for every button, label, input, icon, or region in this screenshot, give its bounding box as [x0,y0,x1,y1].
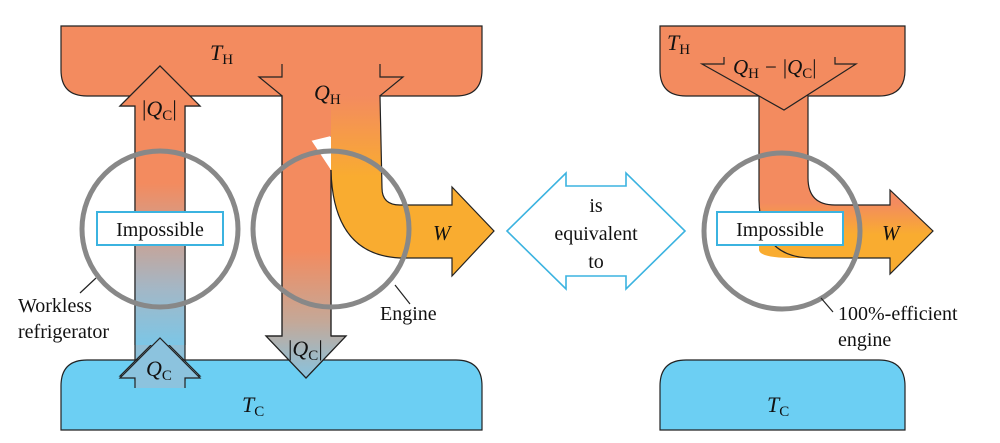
engine-work-label: W [433,221,453,245]
engine-work-arrow [331,96,494,276]
engine-circle [250,148,412,310]
refrigerator-column [118,65,202,345]
impossible-label-left: Impossible [116,219,204,241]
engine-leader-line [394,284,411,305]
refrigerator-caption-line2: refrigerator [18,321,109,343]
impossible-box-right [716,211,844,246]
equivalence-line1: is [589,195,603,217]
refrigerator-leader-line [79,277,97,294]
impossible-box-left [96,211,224,246]
equivalence-double-arrow [505,171,687,291]
cold-reservoir-label-left: TC [242,392,264,420]
cold-reservoir-left [60,359,483,431]
hot-reservoir-label-left: TH [210,40,233,68]
engine-work-outline [330,95,495,278]
cold-reservoir-label-right: TC [767,392,789,420]
efficient-engine-circle [701,150,863,312]
efficient-engine-work-label: W [882,221,902,245]
refrigerator-input-arrow [118,337,202,388]
refrigerator-output-label: |QC| [142,96,177,124]
equivalence-line3: to [588,251,604,273]
impossible-label-right: Impossible [736,219,824,241]
cold-reservoir-right [659,359,906,431]
equivalence-line2: equivalent [554,223,638,245]
efficient-engine-caption-line2: engine [838,329,891,351]
refrigerator-caption-line1: Workless [18,295,92,317]
efficient-engine-leader-line [820,297,834,313]
engine-caption: Engine [380,303,437,325]
hot-reservoir-label-right: TH [667,30,690,58]
efficient-engine-caption-line1: 100%-efficient [838,303,958,325]
refrigerator-circle [79,148,241,310]
efficient-engine-input-label: QH−|QC| [733,55,816,82]
engine-output-label: |QC| [288,336,323,364]
refrigerator-input-label: QC [146,356,172,384]
engine-input-label: QH [314,80,341,108]
